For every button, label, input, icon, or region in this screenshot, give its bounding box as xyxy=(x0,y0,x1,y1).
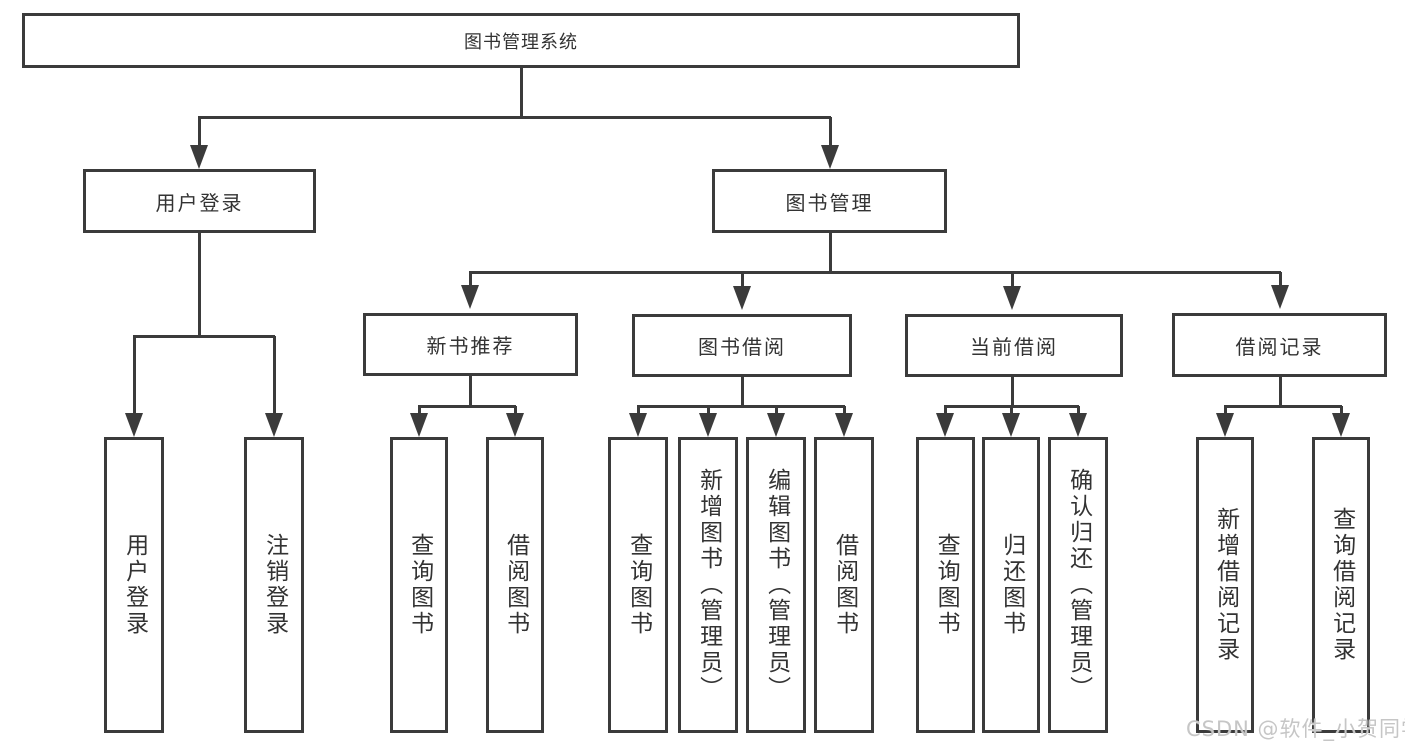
arrow-down-icon xyxy=(506,413,524,437)
connector-line xyxy=(133,335,275,338)
connector-line xyxy=(1224,405,1342,408)
leaf-logout-login: 注销登录 xyxy=(244,437,304,733)
arrow-down-icon xyxy=(1069,413,1087,437)
arrow-down-icon xyxy=(410,413,428,437)
arrow-down-icon xyxy=(125,413,143,437)
connector-line xyxy=(418,406,421,415)
leaf-bookborrow-query-books: 查询图书 xyxy=(608,437,668,733)
connector-line xyxy=(198,116,831,119)
node-label: 借阅图书 xyxy=(831,533,858,637)
connector-line xyxy=(1011,272,1014,288)
connector-line xyxy=(1279,377,1282,408)
connector-line xyxy=(514,406,517,415)
connector-line xyxy=(469,376,472,408)
node-label: 查询图书 xyxy=(406,533,433,637)
arrow-down-icon xyxy=(190,145,208,169)
arrow-down-icon xyxy=(461,285,479,309)
node-book-borrow: 图书借阅 xyxy=(632,314,852,377)
node-book-management: 图书管理 xyxy=(712,169,947,233)
node-label: 用户登录 xyxy=(121,533,148,637)
node-label: 归还图书 xyxy=(998,533,1025,637)
node-borrow-records: 借阅记录 xyxy=(1172,313,1387,377)
arrow-down-icon xyxy=(699,413,717,437)
node-label: 查询图书 xyxy=(933,533,960,637)
leaf-bookborrow-edit-books-admin: 编辑图书（管理员） xyxy=(746,437,806,733)
connector-line xyxy=(707,406,710,415)
node-label: 借阅记录 xyxy=(1235,334,1324,359)
node-label: 新书推荐 xyxy=(426,334,515,358)
connector-line xyxy=(133,336,136,415)
node-label: 当前借阅 xyxy=(970,335,1058,359)
arrow-down-icon xyxy=(835,413,853,437)
leaf-user-login: 用户登录 xyxy=(104,437,164,733)
leaf-recommend-borrow-books: 借阅图书 xyxy=(486,437,544,733)
node-label: 新增图书（管理员） xyxy=(695,468,722,702)
node-label: 用户登录 xyxy=(155,190,244,215)
connector-line xyxy=(198,233,201,338)
connector-line xyxy=(1224,406,1227,415)
connector-line xyxy=(775,406,778,415)
arrow-down-icon xyxy=(1002,413,1020,437)
arrow-down-icon xyxy=(821,145,839,169)
leaf-bookborrow-add-books-admin: 新增图书（管理员） xyxy=(678,437,738,733)
node-label: 注销登录 xyxy=(261,533,288,637)
connector-line xyxy=(418,405,516,408)
connector-line xyxy=(637,406,640,415)
connector-line xyxy=(843,406,846,415)
node-label: 新增借阅记录 xyxy=(1212,507,1239,663)
leaf-bookborrow-borrow-books: 借阅图书 xyxy=(814,437,874,733)
leaf-records-add-borrow-record: 新增借阅记录 xyxy=(1196,437,1254,733)
arrow-down-icon xyxy=(265,413,283,437)
arrow-down-icon xyxy=(767,413,785,437)
connector-line xyxy=(198,117,201,147)
node-label: 借阅图书 xyxy=(502,533,529,637)
node-label: 图书管理 xyxy=(785,190,874,215)
node-label: 查询图书 xyxy=(625,533,652,637)
arrow-down-icon xyxy=(1216,413,1234,437)
node-label: 查询借阅记录 xyxy=(1328,507,1355,663)
node-user-login: 用户登录 xyxy=(83,169,316,233)
node-new-book-recommend: 新书推荐 xyxy=(363,313,578,376)
connector-line xyxy=(944,406,947,415)
connector-line xyxy=(637,405,845,408)
connector-line xyxy=(1011,377,1014,408)
leaf-currentborrow-confirm-return-admin: 确认归还（管理员） xyxy=(1048,437,1108,733)
leaf-currentborrow-return-books: 归还图书 xyxy=(982,437,1040,733)
arrow-down-icon xyxy=(936,413,954,437)
connector-line xyxy=(1340,406,1343,415)
arrow-down-icon xyxy=(1271,285,1289,309)
leaf-records-query-borrow-record: 查询借阅记录 xyxy=(1312,437,1370,733)
arrow-down-icon xyxy=(733,286,751,310)
leaf-recommend-query-books: 查询图书 xyxy=(390,437,448,733)
connector-line xyxy=(741,272,744,288)
connector-line xyxy=(741,377,744,408)
connector-line xyxy=(469,271,1281,274)
connector-line xyxy=(469,272,472,287)
csdn-watermark: CSDN @软件_小贺同学 xyxy=(1186,717,1405,741)
node-label: 图书管理系统 xyxy=(464,31,578,53)
connector-line xyxy=(1279,272,1282,287)
arrow-down-icon xyxy=(629,413,647,437)
arrow-down-icon xyxy=(1332,413,1350,437)
node-label: 确认归还（管理员） xyxy=(1065,468,1092,702)
leaf-currentborrow-query-books: 查询图书 xyxy=(916,437,975,733)
node-label: 编辑图书（管理员） xyxy=(763,468,790,702)
connector-line xyxy=(1077,406,1080,415)
connector-line xyxy=(829,117,832,147)
connector-line xyxy=(273,336,276,415)
arrow-down-icon xyxy=(1003,286,1021,310)
node-current-borrow: 当前借阅 xyxy=(905,314,1123,377)
connector-line xyxy=(1010,406,1013,415)
node-label: 图书借阅 xyxy=(698,335,786,359)
node-system: 图书管理系统 xyxy=(22,13,1020,68)
connector-line xyxy=(520,68,523,119)
connector-line xyxy=(829,233,832,274)
